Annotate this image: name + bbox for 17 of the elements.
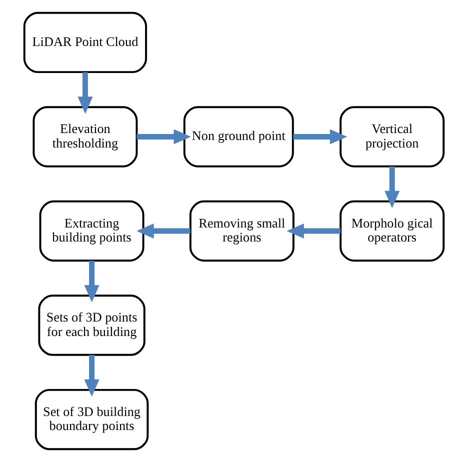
arrow [384, 166, 400, 208]
node-box: Morpholo gical operators [339, 200, 444, 262]
arrow [136, 223, 190, 239]
node-box: Elevation thresholding [32, 106, 138, 168]
arrow [292, 129, 347, 144]
node-box: Non ground point [182, 106, 294, 168]
node-box: Removing small regions [188, 200, 294, 262]
arrow [77, 72, 92, 114]
node-box: Extracting building points [38, 200, 144, 262]
node-box: Sets of 3D points for each building [38, 294, 145, 356]
arrow [84, 260, 99, 302]
node-box: Vertical projection [339, 106, 444, 168]
arrow [136, 129, 190, 144]
arrow [286, 223, 340, 239]
node-box: LiDAR Point Cloud [22, 12, 147, 74]
arrow [84, 354, 99, 397]
node-box: Set of 3D building boundary points [34, 388, 148, 450]
